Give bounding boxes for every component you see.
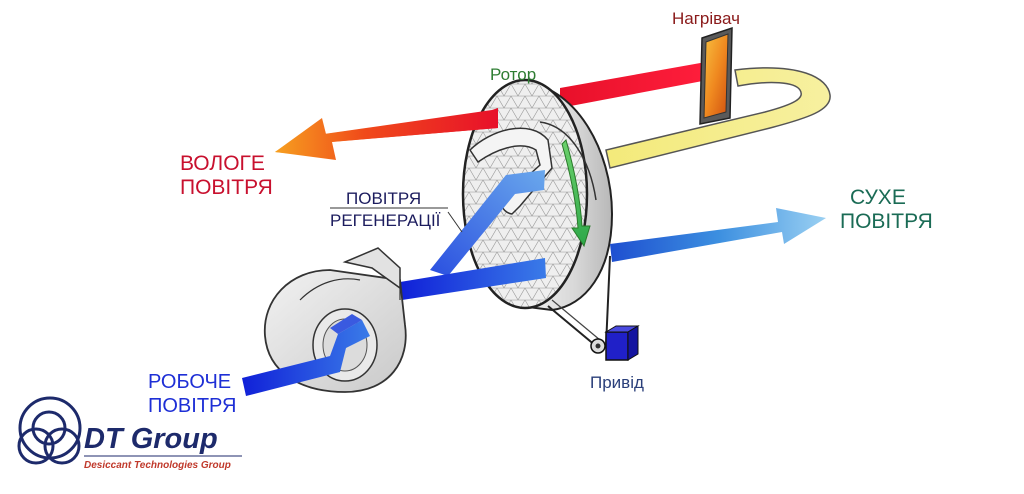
heater-label: Нагрівач bbox=[672, 9, 740, 28]
regen-air-label-line1: ПОВІТРЯ bbox=[346, 189, 421, 208]
wet-air-label-line1: ВОЛОГЕ bbox=[180, 152, 265, 175]
heater bbox=[699, 26, 733, 125]
process-air-inlet-arrow bbox=[242, 314, 370, 396]
process-air-duct bbox=[400, 258, 546, 300]
rotor bbox=[461, 78, 614, 312]
regen-air-label-line2: РЕГЕНЕРАЦІЇ bbox=[330, 211, 441, 230]
logo-rings-icon bbox=[17, 396, 82, 465]
wet-air-label-line2: ПОВІТРЯ bbox=[180, 176, 273, 199]
process-air-label-line2: ПОВІТРЯ bbox=[148, 395, 236, 417]
drive-label: Привід bbox=[590, 373, 644, 392]
drive-motor bbox=[590, 325, 640, 361]
regeneration-return-duct bbox=[605, 67, 831, 169]
logo-tagline: Desiccant Technologies Group bbox=[84, 460, 231, 471]
logo-name: DT Group bbox=[84, 423, 218, 455]
regeneration-air-duct bbox=[430, 170, 545, 276]
regen-leader-line bbox=[447, 211, 463, 233]
dry-air-label-line1: СУХЕ bbox=[850, 186, 906, 209]
rotation-arrow bbox=[561, 139, 591, 248]
dt-group-logo: DT Group Desiccant Technologies Group bbox=[17, 396, 242, 471]
process-air-label-line1: РОБОЧЕ bbox=[148, 371, 231, 393]
dry-air-arrow bbox=[610, 208, 826, 262]
wet-air-arrow bbox=[275, 108, 498, 160]
dry-air-label-line2: ПОВІТРЯ bbox=[840, 210, 933, 233]
hot-air-duct bbox=[560, 62, 708, 108]
rotor-label: Ротор bbox=[490, 65, 536, 84]
